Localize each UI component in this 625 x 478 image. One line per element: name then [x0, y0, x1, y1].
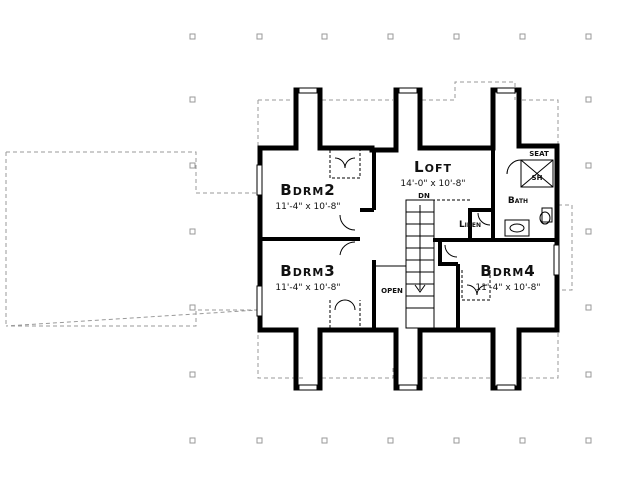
room-name-bdrm3: Bdrm3 — [280, 262, 335, 280]
stair-and-closets — [329, 150, 491, 329]
dormer-windows — [256, 87, 560, 391]
room-dims-bdrm2: 11'-4" x 10'-8" — [275, 202, 340, 212]
label-shower: SH — [532, 174, 543, 182]
roof-outline — [5, 81, 573, 379]
label-down: DN — [418, 192, 430, 200]
registration-marks — [189, 33, 592, 444]
room-dims-loft: 14'-0" x 10'-8" — [400, 179, 465, 189]
label-bath: Bath — [508, 196, 528, 206]
room-name-bdrm2: Bdrm2 — [280, 181, 335, 199]
door-swings — [334, 157, 491, 311]
label-seat: SEAT — [529, 150, 549, 158]
bath-fixtures — [504, 159, 554, 237]
room-dims-bdrm3: 11'-4" x 10'-8" — [275, 283, 340, 293]
room-name-bdrm4: Bdrm4 — [480, 262, 535, 280]
room-name-loft: Loft — [414, 158, 452, 176]
label-linen: Linen — [459, 220, 481, 230]
interior-walls — [260, 148, 557, 330]
label-open: OPEN — [381, 287, 403, 295]
room-dims-bdrm4: 11'-4" x 10'-8" — [475, 283, 540, 293]
